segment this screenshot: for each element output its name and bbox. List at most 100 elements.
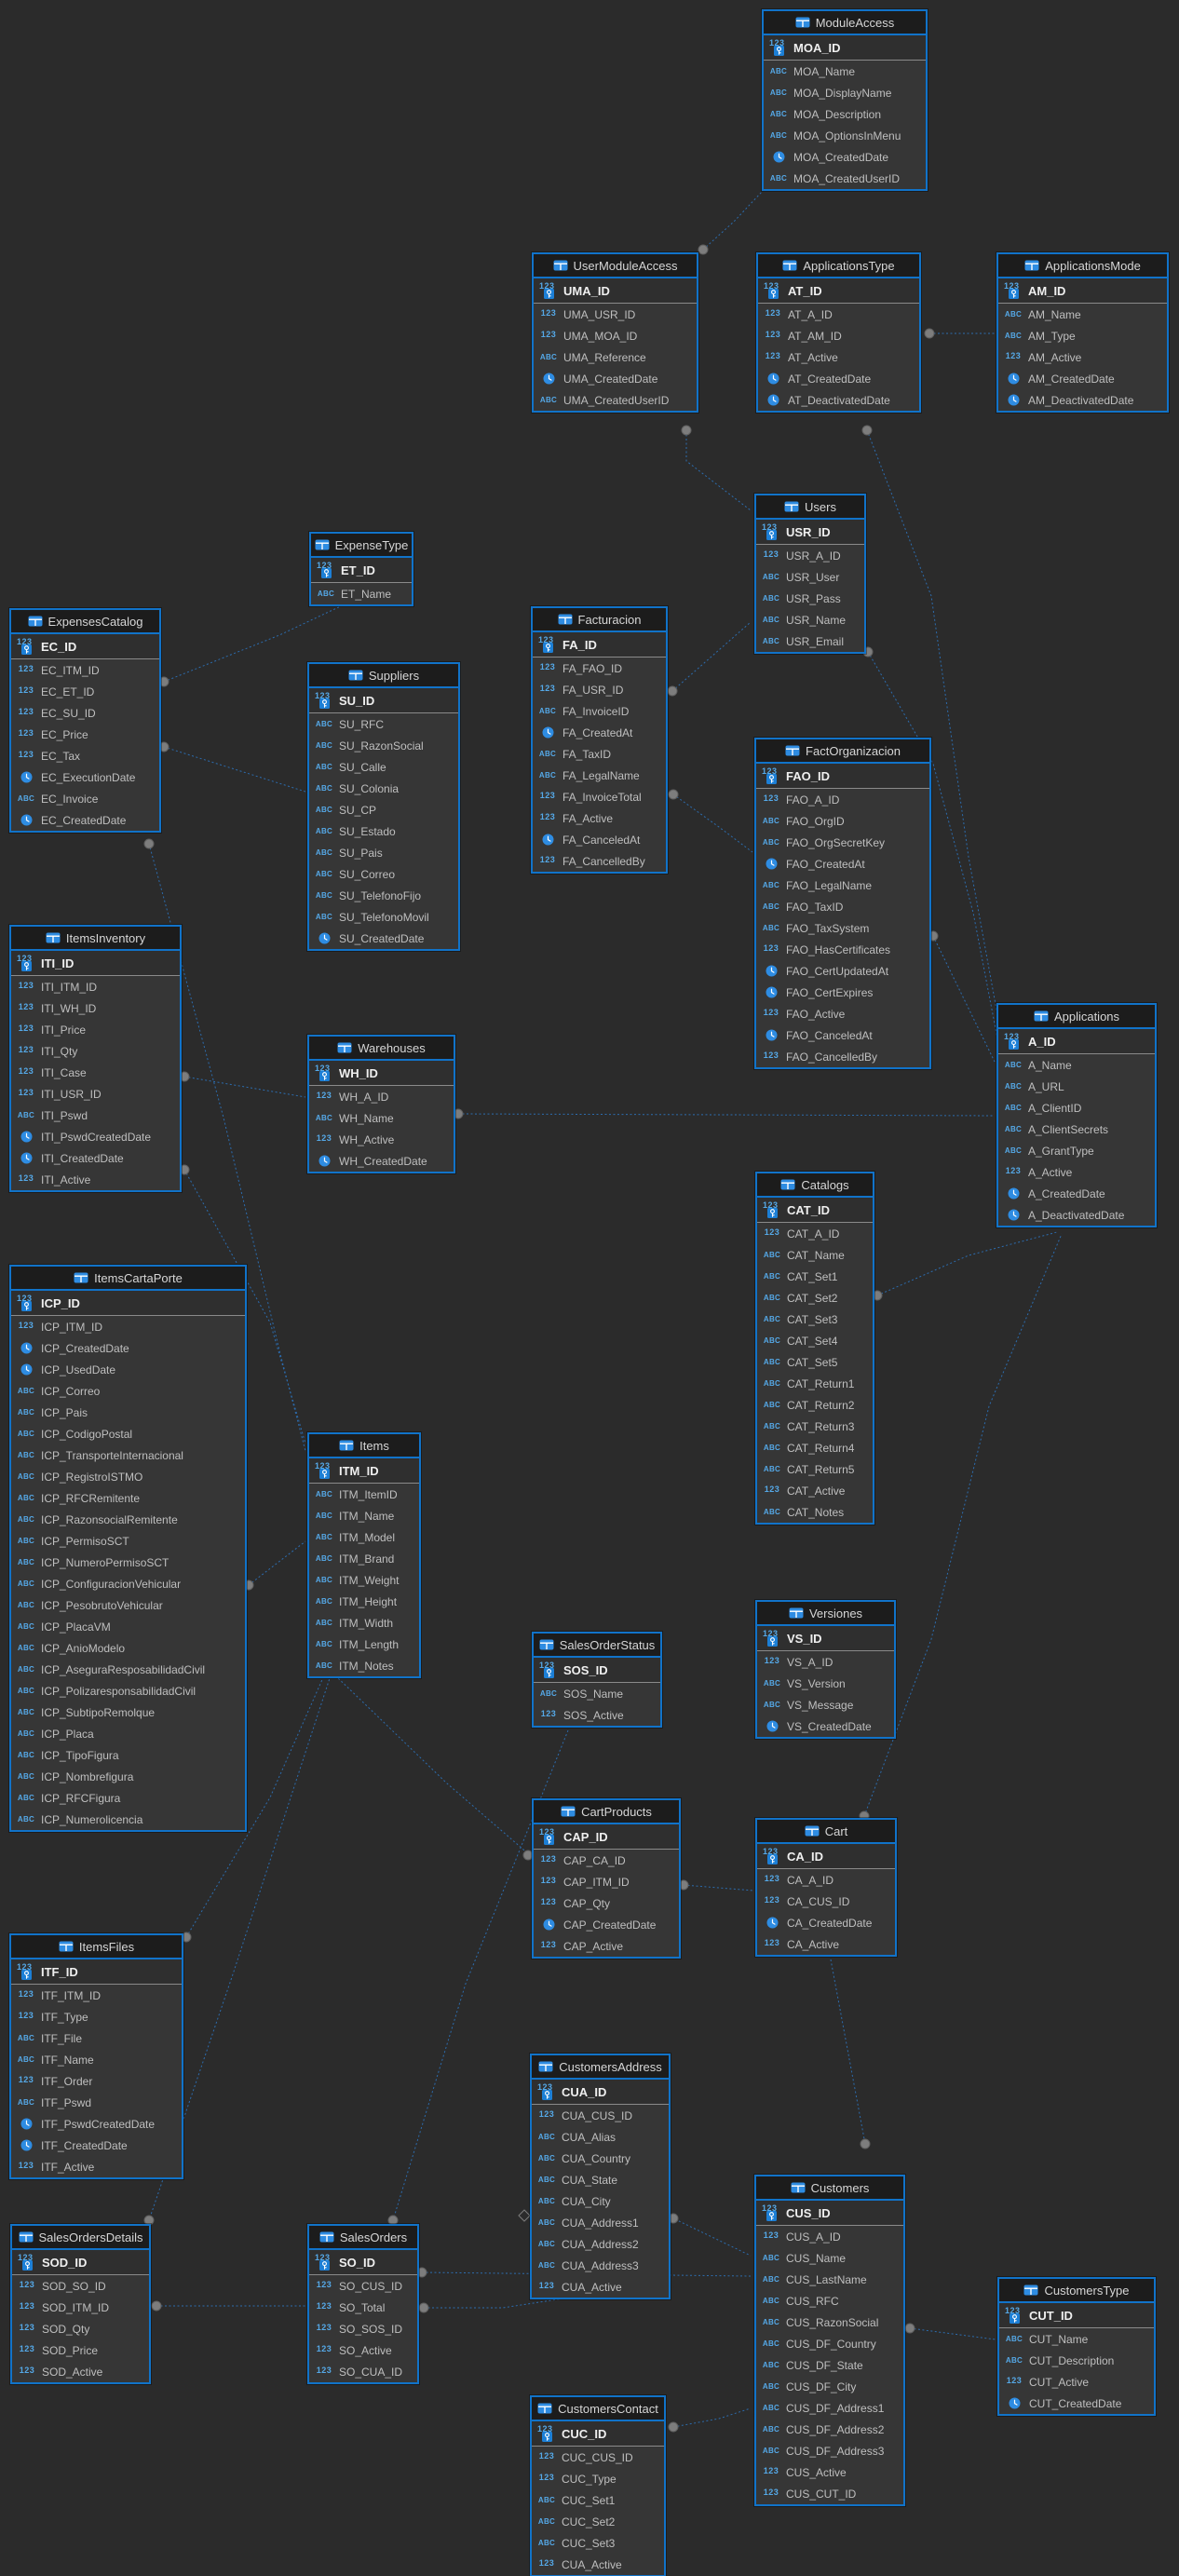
field-row[interactable]: AT_CreatedDate [758,368,919,389]
field-row[interactable]: ITF_PswdCreatedDate [11,2113,182,2135]
table-header[interactable]: Items [309,1434,419,1458]
table-header[interactable]: ModuleAccess [764,11,926,35]
table-header[interactable]: Cart [757,1820,895,1844]
field-row[interactable]: WH_CreatedDate [309,1150,454,1172]
field-row[interactable]: MOA_CreatedDate [764,146,926,168]
field-row[interactable]: CUT_CreatedDate [999,2393,1154,2414]
table-header[interactable]: ItemsInventory [11,927,180,951]
table-header[interactable]: FactOrganizacion [756,739,929,764]
field-row[interactable]: AT_DeactivatedDate [758,389,919,411]
field-row[interactable]: ITF_CreatedDate [11,2135,182,2156]
field-row[interactable]: EC_CreatedDate [11,809,159,831]
field-row[interactable]: A_CreatedDate [998,1183,1155,1204]
table-header[interactable]: CustomersAddress [532,2055,669,2080]
table-header[interactable]: ExpenseType [311,534,412,558]
field-row[interactable]: FA_CanceledAt [533,829,666,850]
